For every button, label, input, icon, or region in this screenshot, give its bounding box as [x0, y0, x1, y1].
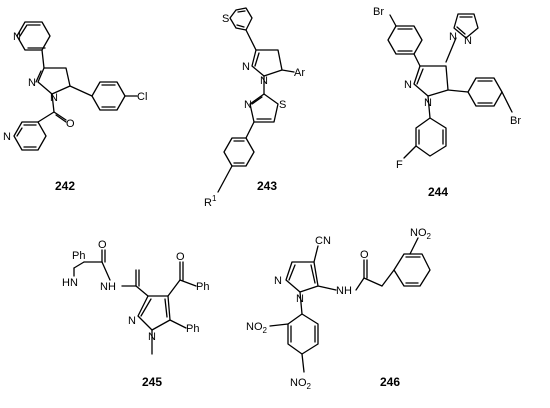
n2-label: N [50, 92, 58, 104]
o-urea-label: O [98, 239, 107, 251]
no2-top-label: NO2 [410, 227, 432, 241]
o-amide-label: O [360, 249, 369, 261]
n-imidazole-2-label: N [449, 31, 457, 43]
br-right-label: Br [510, 115, 521, 127]
n-imidazole-1-label: N [464, 35, 472, 47]
ph-c5-label: Ph [186, 323, 199, 335]
o-label: O [66, 118, 75, 130]
nh-label: NH [336, 285, 352, 297]
compound-243: S N N Ar N S R1 243 [204, 7, 305, 209]
n2-label: N [296, 293, 304, 305]
ph-urea-label: Ph [72, 250, 85, 262]
n-thiazole-label: N [244, 99, 252, 111]
o-ketone-label: O [176, 251, 185, 263]
n2-label: N [424, 97, 432, 109]
compound-id-245: 245 [142, 375, 162, 389]
compound-242: N N N O N Cl 242 [3, 21, 147, 193]
compound-id-242: 242 [55, 179, 75, 193]
compound-246: CN O NO2 N N NH NO2 NO2 246 [246, 227, 432, 391]
s-thiazole-label: S [279, 99, 286, 111]
n1-label: N [28, 77, 36, 89]
br-top-label: Br [373, 6, 384, 18]
cl-label: Cl [137, 91, 147, 103]
compound-245: Ph HN O NH O Ph N N Ph 245 [62, 239, 209, 389]
n-isonicotinoyl-label: N [3, 131, 11, 143]
n2-label: N [260, 75, 268, 87]
hn-label: HN [62, 277, 78, 289]
s-thiophene-label: S [222, 13, 229, 25]
n1-label: N [404, 79, 412, 91]
n1-label: N [274, 275, 282, 287]
no2-bottom-label: NO2 [290, 377, 312, 391]
n1-label: N [242, 61, 250, 73]
compound-id-246: 246 [380, 375, 400, 389]
ph-ketone-label: Ph [196, 281, 209, 293]
r1-label: R1 [204, 194, 217, 209]
compound-244: Br N N N N Br F 244 [373, 6, 521, 199]
n1-label: N [128, 315, 136, 327]
nh-label: NH [100, 281, 116, 293]
no2-left-label: NO2 [246, 321, 268, 335]
n-pyridyl-label: N [13, 31, 21, 43]
compound-id-243: 243 [257, 179, 277, 193]
cn-label: CN [315, 235, 331, 247]
n2-label: N [148, 331, 156, 343]
ar-label: Ar [294, 67, 305, 79]
compound-id-244: 244 [428, 185, 448, 199]
f-label: F [396, 159, 403, 171]
